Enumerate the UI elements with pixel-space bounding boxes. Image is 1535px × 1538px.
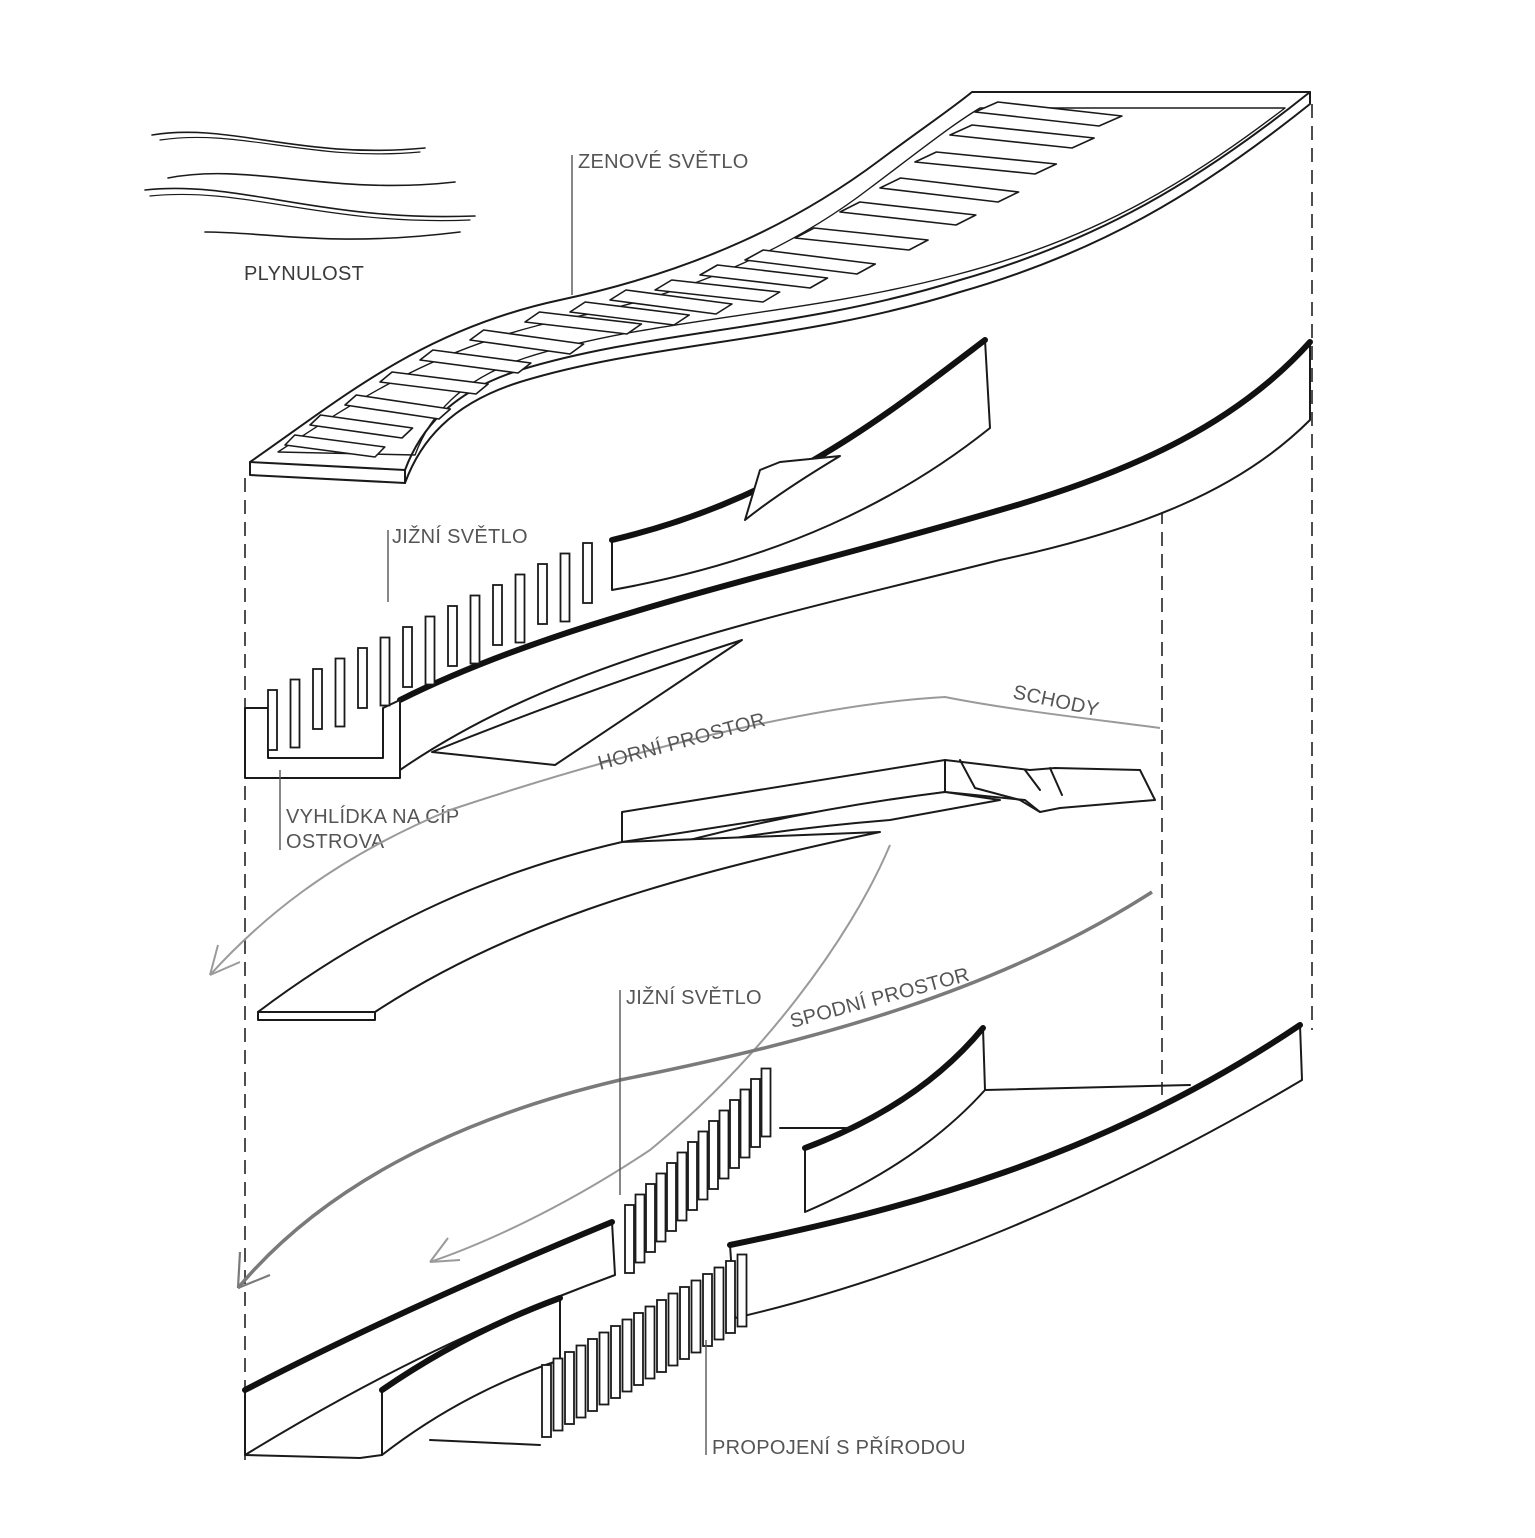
middle-floor-slab xyxy=(257,759,1156,1021)
label-plynulost: PLYNULOST xyxy=(244,263,364,285)
roof-slat xyxy=(654,279,781,303)
lower-floor-walls xyxy=(242,1022,1303,1459)
roof-slat xyxy=(284,434,386,458)
upper-fin xyxy=(267,689,278,751)
lower-fin xyxy=(541,1364,552,1438)
lower-fin xyxy=(587,1338,598,1412)
lower-fin xyxy=(690,1279,702,1354)
upper-fin xyxy=(357,647,368,709)
upper-fin xyxy=(514,573,526,644)
lower-fin xyxy=(621,1318,633,1393)
lower-fin xyxy=(725,1260,736,1334)
roof-skylight xyxy=(249,91,1311,484)
lower-fin xyxy=(739,1088,751,1159)
roof-slat xyxy=(344,394,452,420)
roof-slat xyxy=(569,301,690,326)
roof-slat xyxy=(879,177,1020,203)
upper-fin xyxy=(582,542,593,604)
roof-slat xyxy=(699,264,829,289)
roof-slat xyxy=(419,349,532,374)
upper-fin xyxy=(537,563,548,625)
upper-fin xyxy=(289,678,301,749)
upper-fin xyxy=(492,584,503,646)
upper-fin xyxy=(469,594,481,665)
roof-slat xyxy=(524,311,643,335)
roof-slat xyxy=(839,201,977,226)
lower-fin xyxy=(564,1351,575,1425)
lower-fin xyxy=(729,1099,740,1169)
roof-slat xyxy=(949,124,1095,149)
lower-fin xyxy=(634,1193,646,1264)
lower-fin xyxy=(679,1286,690,1360)
lower-fin xyxy=(697,1130,709,1201)
lower-fin xyxy=(575,1344,587,1419)
roof-slat xyxy=(794,227,929,251)
lower-fin xyxy=(676,1151,688,1222)
upper-fin xyxy=(424,615,436,686)
lower-fin xyxy=(760,1067,772,1138)
roof-slat xyxy=(609,289,733,315)
upper-floor-walls xyxy=(244,337,1313,779)
upper-fin xyxy=(559,552,571,623)
lower-fin xyxy=(750,1078,761,1148)
lower-fin xyxy=(644,1305,656,1380)
lower-fin xyxy=(687,1141,698,1211)
label-jizni-svetlo-lower: JIŽNÍ SVĚTLO xyxy=(626,986,762,1009)
alignment-guides xyxy=(244,104,1313,1460)
lower-fin xyxy=(718,1109,730,1180)
upper-fin xyxy=(379,636,391,707)
upper-fin xyxy=(402,626,413,688)
lower-fin xyxy=(667,1292,679,1367)
label-vyhlidka-line2: OSTROVA xyxy=(286,831,385,853)
fluidity-wave-icon xyxy=(144,131,476,240)
lower-fin xyxy=(713,1266,725,1341)
lower-fin xyxy=(645,1183,656,1253)
label-zenove-svetlo: ZENOVÉ SVĚTLO xyxy=(578,150,749,173)
roof-slat xyxy=(309,414,414,439)
upper-fin xyxy=(312,668,323,730)
roof-slat xyxy=(379,371,489,395)
lower-fin xyxy=(633,1312,644,1386)
lower-fin xyxy=(624,1204,635,1274)
label-vyhlidka-line1: VYHLÍDKA NA CÍP xyxy=(286,805,459,828)
lower-fin xyxy=(656,1299,667,1373)
roof-slat xyxy=(744,249,877,275)
roof-slat xyxy=(914,151,1058,175)
lower-fin xyxy=(708,1120,719,1190)
roof-slat xyxy=(974,101,1123,127)
label-propojeni: PROPOJENÍ S PŘÍRODOU xyxy=(712,1436,966,1459)
lower-fin xyxy=(655,1172,667,1243)
upper-fin xyxy=(334,657,346,728)
lower-fin xyxy=(702,1273,713,1347)
roof-slat xyxy=(469,329,585,355)
lower-fin xyxy=(736,1253,748,1328)
lower-fin xyxy=(666,1162,677,1232)
upper-fin xyxy=(447,605,458,667)
lower-fin xyxy=(598,1331,610,1406)
lower-fin xyxy=(610,1325,621,1399)
lower-fin xyxy=(552,1357,564,1432)
label-jizni-svetlo-upper: JIŽNÍ SVĚTLO xyxy=(392,525,528,548)
